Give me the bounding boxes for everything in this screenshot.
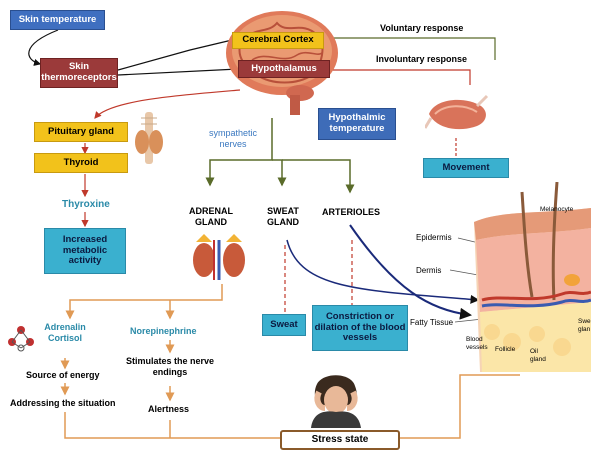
stimulates-nerve-endings-label: Stimulates the nerve endings <box>120 356 220 378</box>
skin-label-melanocyte: Melanocyte <box>540 206 573 214</box>
hypothalmic-temperature-box: Hypothalmic temperature <box>318 108 396 140</box>
arterioles-label: ARTERIOLES <box>322 207 380 218</box>
curve-arterioles-to-skin <box>350 225 470 315</box>
link-receptors-to-hypothalamus <box>118 69 238 75</box>
skin-label-dermis: Dermis <box>416 266 441 276</box>
constriction-dilation-box: Constriction or dilation of the blood ve… <box>312 305 408 351</box>
skin-label-follicle: Follicle <box>495 346 515 354</box>
norepinephrine-label: Norepinephrine <box>130 326 197 337</box>
thyroid-box: Thyroid <box>34 153 128 173</box>
cerebral-cortex-box: Cerebral Cortex <box>232 32 324 49</box>
sweat-box: Sweat <box>262 314 306 336</box>
molecule-icon <box>4 320 38 354</box>
addressing-situation-label: Addressing the situation <box>10 398 116 409</box>
alertness-label: Alertness <box>148 404 189 415</box>
link-hypothalamus-to-pituitary <box>95 90 240 118</box>
skin-label-oil-gland: Oil gland <box>530 348 546 364</box>
voluntary-response-label: Voluntary response <box>380 23 463 34</box>
adrenal-glands-illustration <box>190 232 248 280</box>
hypothalamus-box: Hypothalamus <box>238 60 330 78</box>
link-receptors-to-cortex <box>118 40 232 70</box>
stress-state-box: Stress state <box>280 430 400 450</box>
movement-box: Movement <box>423 158 509 178</box>
muscle-illustration <box>425 92 491 136</box>
sweat-gland-label: SWEAT GLAND <box>258 206 308 228</box>
increased-metabolic-activity-box: Increased metabolic activity <box>44 228 126 274</box>
thyroxine-label: Thyroxine <box>62 199 110 211</box>
curve-sweat-to-skin <box>287 240 478 300</box>
link-stress-to-skin <box>400 375 520 438</box>
adrenalin-cortisol-label: Adrenalin Cortisol <box>36 322 94 344</box>
link-addressing-to-stress <box>65 412 280 438</box>
skin-label-blood-vessels: Blood vessels <box>466 336 488 352</box>
skin-thermoreceptors-box: Skin thermoreceptors <box>40 58 118 88</box>
source-of-energy-label: Source of energy <box>26 370 100 381</box>
link-involuntary <box>330 70 470 85</box>
stressed-person-photo <box>305 372 367 428</box>
link-nerves-to-arterioles <box>282 160 350 192</box>
skin-label-epidermis: Epidermis <box>416 233 452 243</box>
skin-label-sweat-gland: Swe glan <box>578 318 591 334</box>
skin-label-fatty-tissue: Fatty Tissue <box>410 318 453 328</box>
involuntary-response-label: Involuntary response <box>376 54 467 65</box>
skin-temperature-box: Skin temperature <box>10 10 105 30</box>
pituitary-gland-box: Pituitary gland <box>34 122 128 142</box>
link-adrenal-to-split <box>70 284 222 318</box>
adrenal-gland-label: ADRENAL GLAND <box>185 206 237 228</box>
sympathetic-nerves-label: sympathetic nerves <box>198 128 268 150</box>
thyroid-illustration <box>133 112 165 164</box>
link-nerves-to-sweat <box>272 160 282 185</box>
